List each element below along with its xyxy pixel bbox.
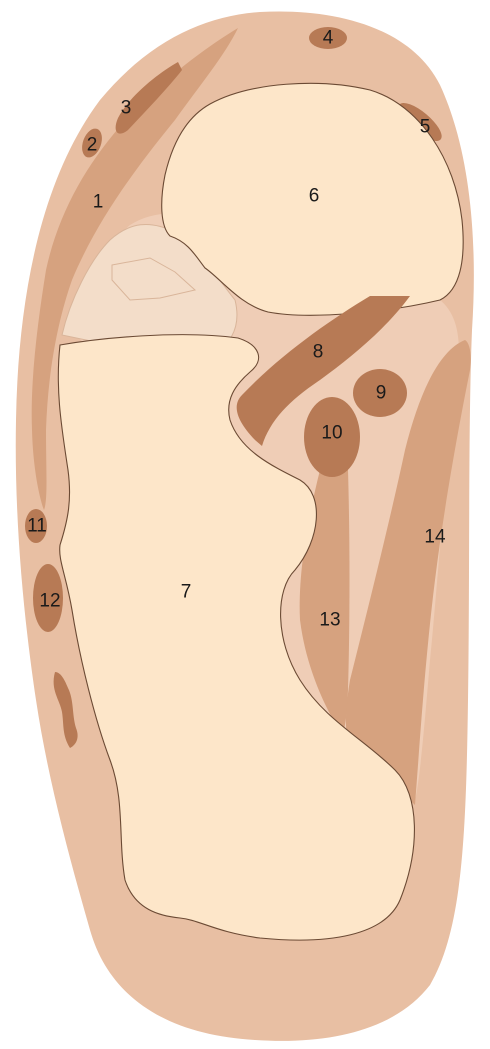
label-14: 14: [424, 527, 446, 548]
label-4: 4: [323, 28, 334, 49]
label-2: 2: [87, 135, 98, 156]
label-13: 13: [319, 610, 340, 631]
label-7: 7: [181, 582, 192, 603]
label-11: 11: [27, 516, 47, 537]
label-6: 6: [309, 186, 320, 207]
label-12: 12: [39, 591, 60, 612]
label-9: 9: [376, 383, 387, 404]
label-5: 5: [420, 117, 431, 138]
label-3: 3: [121, 98, 132, 119]
label-8: 8: [313, 342, 324, 363]
label-1: 1: [93, 192, 104, 213]
label-10: 10: [321, 423, 342, 444]
